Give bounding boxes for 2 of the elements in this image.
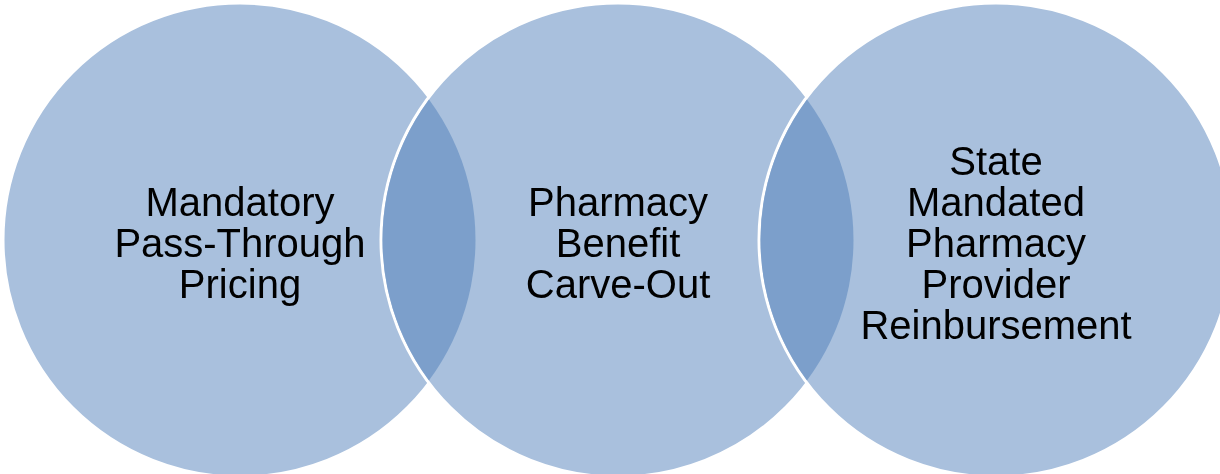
circle-label: Mandatory Pass-Through Pricing	[109, 181, 371, 305]
circle-label: Pharmacy Benefit Carve-Out	[518, 181, 718, 305]
